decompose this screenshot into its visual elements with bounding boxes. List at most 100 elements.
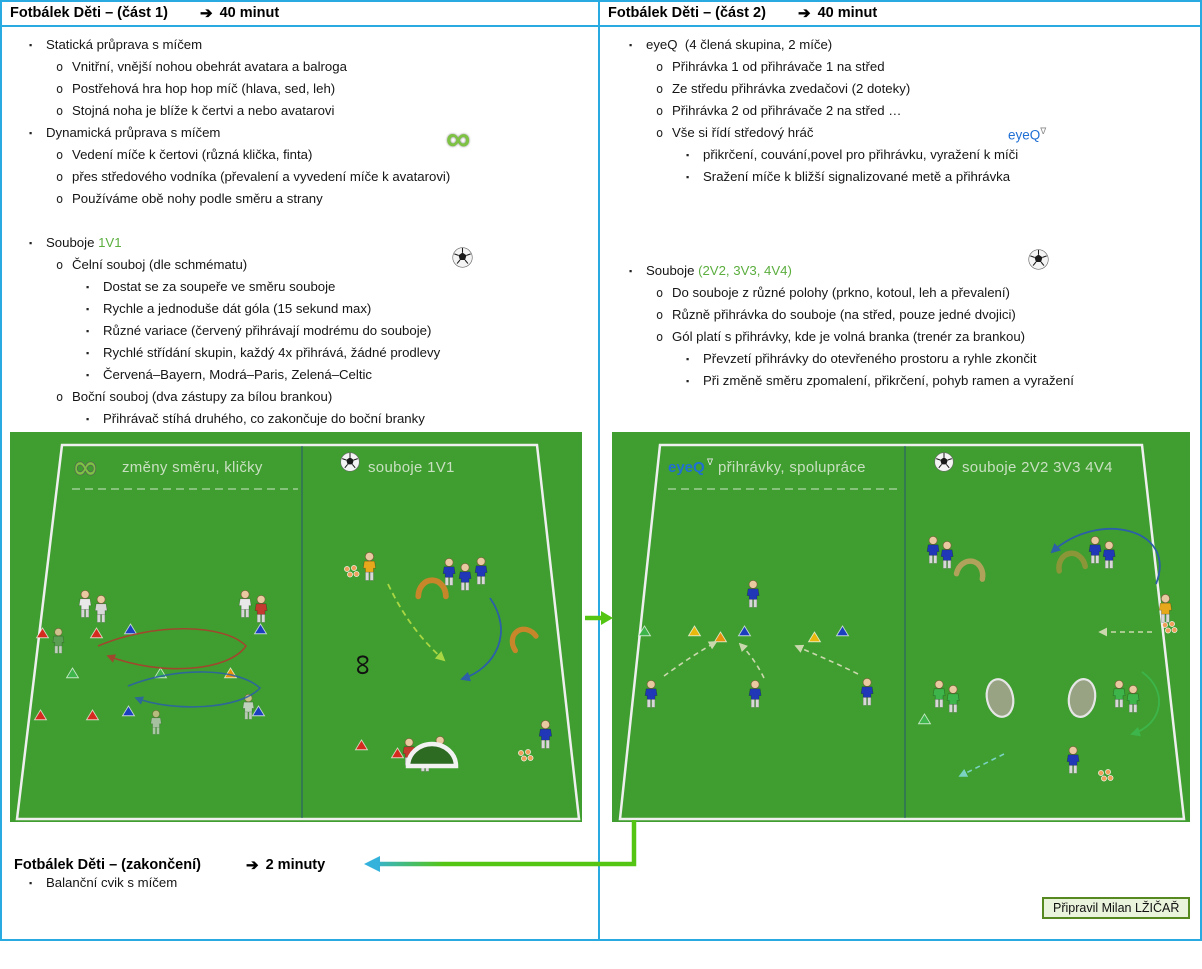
eight-symbol: ∞ (347, 654, 380, 675)
list-item-text: Rychlé střídání skupin, každý 4x přihráv… (103, 345, 441, 360)
list-item: ▪Sražení míče k bližší signalizované met… (602, 166, 1192, 188)
bullet-glyph: o (56, 104, 64, 118)
list-item: ▪Dostat se za soupeře ve směru souboje (2, 276, 592, 298)
zone2-label: souboje 1V1 (368, 459, 455, 476)
list-item: ▪ Rychlé střídání skupin, každý 4x přihrá… (2, 342, 592, 364)
list-item: ▪ přikrčení, couvání,povel pro přihrávku,… (602, 144, 1192, 166)
zone1-label: změny směru, kličky (122, 459, 263, 476)
eyeq-link[interactable]: eyeQ∇ (1008, 126, 1046, 143)
bullet-glyph: o (56, 258, 64, 272)
infinity-icon: ∞ (446, 120, 471, 158)
pitch-grass (612, 432, 1190, 822)
list-item-text: Čelní souboj (dle schmématu) (72, 257, 248, 272)
nabla-icon: ∇ (706, 457, 714, 467)
pitch-diagram-part2: eyeQ ∇ přihrávky, spolupráce souboje 2V2… (612, 432, 1190, 822)
bullet-glyph: o (56, 170, 64, 184)
list-item: ▪Statická průprava s míčem (2, 34, 592, 56)
header-part1: Fotbálek Děti – (část 1) ➔ 40 minut (10, 3, 590, 23)
list-item-text: Červená–Bayern, Modrá–Paris, Zelená–Celt… (103, 367, 373, 382)
bullet-glyph: ▪ (686, 150, 690, 160)
bullet-glyph: o (56, 192, 64, 206)
zone1-run-paths (97, 627, 262, 708)
list-item-text: Při změně směru zpomalení, přikrčení, po… (703, 373, 1074, 388)
page-title: Fotbálek Děti – (část 1) (10, 5, 168, 21)
arrow-right-icon: ➔ (246, 857, 259, 874)
list-item-text: Převzetí přihrávky do otevřeného prostor… (703, 351, 1037, 366)
zone2-goals (956, 551, 1097, 718)
list-item-text: Souboje (2V2, 3V3, 4V4) (646, 263, 792, 278)
duration-label: 40 minut (219, 5, 280, 21)
list-item: ▪ Souboje (2V2, 3V3, 4V4) (602, 260, 1192, 282)
list-item: ▪Balanční cvik s míčem (2, 872, 592, 894)
bullet-glyph: ▪ (86, 370, 90, 380)
soccer-ball-icon (934, 452, 954, 472)
zone2-misc: ∞ (344, 565, 534, 762)
list-item: ▪ eyeQ (4 člená skupina, 2 míče) (602, 34, 1192, 56)
arrow-right-icon: ➔ (200, 5, 213, 22)
zone1-label: přihrávky, spolupráce (718, 459, 866, 476)
footer-header: Fotbálek Děti – (zakončení) ➔ 2 minuty (14, 856, 325, 874)
bullet-glyph: o (656, 60, 664, 74)
list-item: o Vedení míče k čertovi (různá klička, fi… (2, 144, 592, 166)
panel-divider (598, 0, 600, 941)
eyeq-link[interactable]: eyeQ (668, 459, 705, 476)
list-item-text: Používáme obě nohy podle směru a strany (72, 191, 323, 206)
list-item-text: Vnitřní, vnější nohou obehrát avatara a … (72, 59, 347, 74)
list-item-text: Dostat se za soupeře ve směru souboje (103, 279, 336, 294)
bullet-glyph: ▪ (86, 326, 90, 336)
zone2-label: souboje 2V2 3V3 4V4 (962, 459, 1113, 476)
bullet-glyph: ▪ (29, 40, 33, 50)
bullet-glyph: ▪ (29, 128, 33, 138)
bullet-glyph: o (56, 390, 64, 404)
list-item: ▪Různé variace (červený přihrávají modré… (2, 320, 592, 342)
soccer-ball-icon (1028, 249, 1049, 270)
credit-box: Připravil Milan LŽIČAŘ (1042, 897, 1191, 919)
bullet-glyph: ▪ (629, 40, 633, 50)
list-item-text: Gól platí s přihrávky, kde je volná bran… (672, 329, 1026, 344)
bullet-glyph: ▪ (686, 354, 690, 364)
list-item-text: přes středového vodníka (převalení a vyv… (72, 169, 451, 184)
header-part2: Fotbálek Děti – (část 2) ➔ 40 minut (608, 3, 1188, 23)
list-item-text: eyeQ (4 člená skupina, 2 míče) (646, 37, 833, 52)
list-item-text: Stojná noha je blíže k čertvi a nebo ava… (72, 103, 335, 118)
header-rule (0, 25, 1202, 27)
list-item-text: Souboje 1V1 (46, 235, 122, 250)
bullet-glyph: ▪ (86, 414, 90, 424)
list-item: ▪ Dynamická průprava s míčem (2, 122, 592, 144)
list-item-text: přikrčení, couvání,povel pro přihrávku, … (703, 147, 1019, 162)
list-item: ▪ Červená–Bayern, Modrá–Paris, Zelená–Cel… (2, 364, 592, 386)
list-item: ▪ Rychle a jednoduše dát góla (15 sekund … (2, 298, 592, 320)
list-item-text: Sražení míče k bližší signalizované metě… (703, 169, 1011, 184)
bullet-glyph: ▪ (29, 878, 33, 888)
nabla-icon: ∇ (1040, 126, 1047, 136)
list-item-text: Rychle a jednoduše dát góla (15 sekund m… (103, 301, 372, 316)
footer-title: Fotbálek Děti – (zakončení) (14, 857, 201, 873)
arrow-right-icon: ➔ (798, 5, 811, 22)
list-item: o Čelní souboj (dle schmématu) (2, 254, 592, 276)
list-item-text: Přihrávač stíhá druhého, co zakončuje do… (103, 411, 425, 426)
soccer-ball-icon (340, 452, 360, 472)
list-item-text: Ze středu přihrávka zvedačovi (2 doteky) (672, 81, 911, 96)
bullet-glyph: ▪ (86, 348, 90, 358)
eyeq-link-label[interactable]: eyeQ (1008, 127, 1041, 143)
list-item: ▪ Převzetí přihrávky do otevřeného prosto… (602, 348, 1192, 370)
list-item-text: Vedení míče k čertovi (různá klička, fin… (72, 147, 313, 162)
credit-text: Připravil Milan LŽIČAŘ (1053, 901, 1180, 915)
bullet-glyph: o (56, 82, 64, 96)
bullet-glyph: o (56, 148, 64, 162)
page-title: Fotbálek Děti – (část 2) (608, 5, 766, 21)
list-item: ▪ Přihrávač stíhá druhého, co zakončuje d… (2, 408, 592, 430)
bullet-glyph: ▪ (629, 266, 633, 276)
list-item: o Stojná noha je blíže k čertvi a nebo av… (2, 100, 592, 122)
bullet-glyph: ▪ (686, 376, 690, 386)
list-item-text: Do souboje z různé polohy (prkno, kotoul… (672, 285, 1010, 300)
list-item-text: Dynamická průprava s míčem (46, 125, 221, 140)
bullet-glyph: ▪ (86, 304, 90, 314)
